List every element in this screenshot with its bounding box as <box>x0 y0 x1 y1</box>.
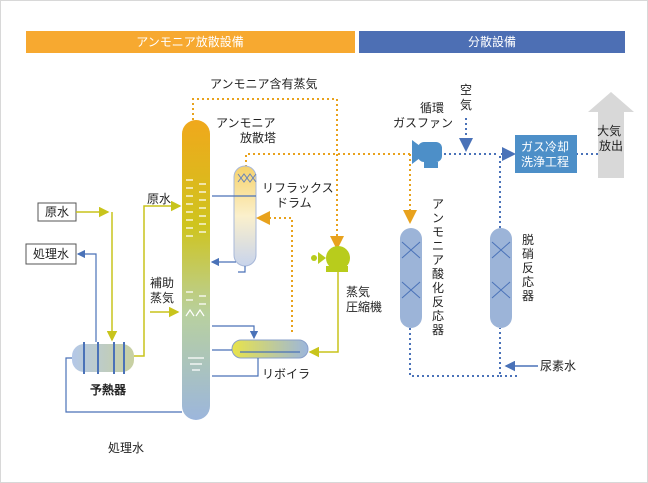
urea-water-label: 尿素水 <box>540 359 576 373</box>
gas-cooler-line1: ガス冷却 <box>521 140 569 154</box>
reboiler-label: リボイラ <box>262 367 310 381</box>
circulation-fan <box>412 140 442 168</box>
treated-water-box <box>25 243 77 265</box>
air-label: 空 気 <box>460 83 476 112</box>
preheater-label: 予熱器 <box>90 382 127 397</box>
exhaust-line2: 放出 <box>599 138 623 153</box>
exhaust-arrow <box>588 92 634 178</box>
circ-fan-line1: 循環 <box>420 101 444 115</box>
reflux-drum-label: リフラックス ドラム <box>262 181 337 210</box>
dispersion-banner-label: 分散設備 <box>468 34 516 49</box>
stripper-label: アンモニア 放散塔 <box>216 116 279 145</box>
gas-cooler-box <box>515 135 577 173</box>
nh3-reactor-bed <box>401 241 421 299</box>
treated-water-out-label: 処理水 <box>108 441 144 455</box>
drum-to-reboiler-dotted <box>256 211 293 332</box>
exhaust-label: 大気 放出 <box>597 123 625 153</box>
ammonia-banner <box>26 31 355 53</box>
preheater-baffles <box>83 342 125 374</box>
ammonia-gas-line <box>192 98 417 250</box>
aux-steam-line1: 補助 <box>150 276 174 290</box>
circ-fan-label: 循環 ガスファン <box>393 101 453 130</box>
reflux-return-line <box>238 266 246 273</box>
nh3-oxidation-reactor <box>400 228 422 328</box>
raw-water-box-label: 原水 <box>45 205 69 219</box>
column-trays <box>185 179 206 371</box>
aux-steam-line2: 蒸気 <box>150 290 174 305</box>
denox-reactor-label: 脱硝反応器 <box>522 232 534 303</box>
stripper-line1: アンモニア <box>216 116 276 130</box>
ammonia-gas-label: アンモニア含有蒸気 <box>210 76 318 91</box>
treated-water-return-line <box>76 249 97 342</box>
preheater <box>72 344 134 372</box>
column-to-reboiler-line <box>212 325 259 340</box>
column-bottom-line <box>65 357 182 413</box>
gas-cooler-line2: 洗浄工程 <box>521 154 569 169</box>
reflux-drum-line2: ドラム <box>276 196 312 210</box>
denox-reactor-bed <box>491 241 511 299</box>
raw-water-inline-label: 原水 <box>147 192 171 206</box>
aux-steam-label: 補助 蒸気 <box>150 276 178 305</box>
reflux-drum-line1: リフラックス <box>262 181 334 195</box>
air-line2: 気 <box>460 97 472 112</box>
treated-water-box-label: 処理水 <box>33 247 69 261</box>
stripper-line2: 放散塔 <box>240 130 276 145</box>
circ-fan-line2: ガスファン <box>393 116 453 130</box>
steam-compressor-label: 蒸気 圧縮機 <box>346 284 382 314</box>
steam-compressor <box>311 246 350 272</box>
circulating-gas-line <box>409 118 520 377</box>
drum-packing <box>237 173 257 183</box>
steam-compressor-line1: 蒸気 <box>346 284 370 299</box>
stripper-column <box>182 120 210 420</box>
ammonia-banner-label: アンモニア放散設備 <box>136 34 244 49</box>
compressor-to-reboiler-line <box>308 270 339 358</box>
gas-cooler-label: ガス冷却 洗浄工程 <box>521 140 573 169</box>
air-line1: 空 <box>460 83 472 97</box>
preheater-to-column-line <box>134 200 182 357</box>
exhaust-line1: 大気 <box>597 123 621 138</box>
dispersion-banner <box>359 31 625 53</box>
steam-compressor-line2: 圧縮機 <box>346 299 382 314</box>
reboiler <box>231 339 309 359</box>
denox-reactor <box>490 228 512 328</box>
reboiler-drain-line <box>212 358 259 377</box>
nh3-reactor-label: アンモニア酸化反応器 <box>432 197 444 337</box>
